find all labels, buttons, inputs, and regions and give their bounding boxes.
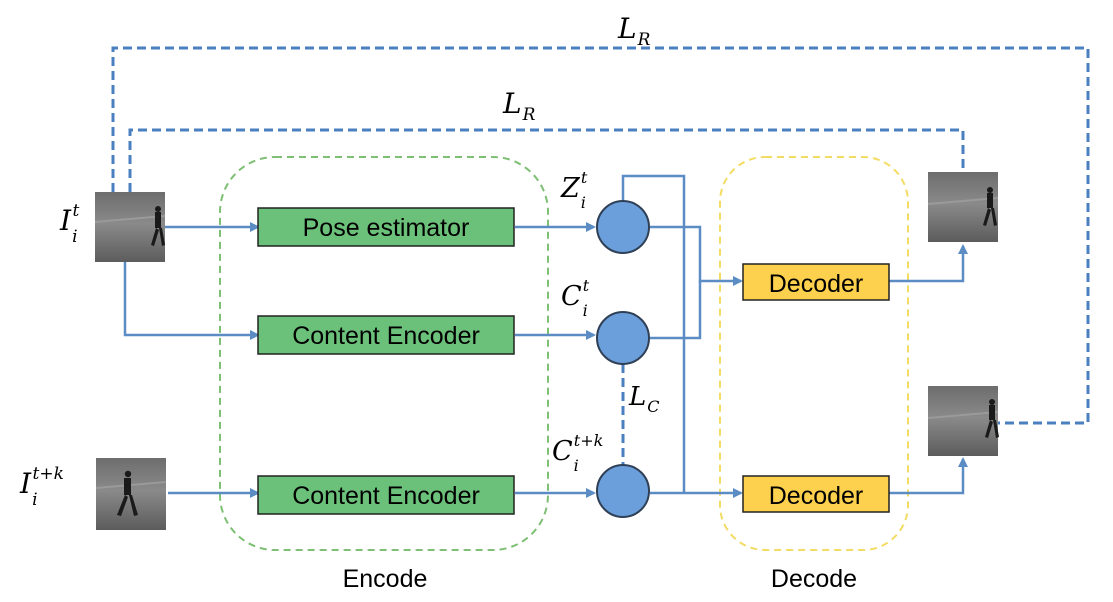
decoder-bottom-label: Decoder [769, 482, 864, 510]
decoder-bottom-box [742, 475, 890, 513]
pose-to-top-decoder [650, 225, 743, 286]
content-feature-node [596, 311, 650, 365]
content-feature-tk-node [596, 464, 650, 518]
pose-to-bottom-decoder [621, 174, 686, 493]
arrow-input-to-content [123, 262, 260, 340]
arrow-bottom-decoder-to-output [889, 457, 968, 495]
encode-caption: Encode [343, 565, 428, 593]
content-encoder-top-box [257, 315, 515, 355]
content-to-top-decoder [650, 281, 702, 340]
content-feature-label: Cit [561, 276, 590, 320]
input-frame-tk-label: Iit+k [19, 464, 64, 510]
decode-group [719, 156, 909, 551]
decoder-top-box [742, 263, 890, 301]
outer-reconstruction-loss-label: LR [617, 12, 651, 50]
content-feature-tk-label: Cit+k [552, 431, 603, 475]
content-encoder-bottom-label: Content Encoder [292, 482, 480, 510]
arrow-top-decoder-to-output [889, 244, 968, 283]
output-frame-bottom-thumbnail [927, 386, 999, 456]
input-frame-t-label: Iit [59, 201, 80, 247]
output-frame-top-thumbnail [927, 172, 999, 242]
encode-group [219, 156, 549, 551]
pose-estimator-label: Pose estimator [303, 214, 470, 242]
decoder-top-label: Decoder [769, 270, 864, 298]
pose-estimator-box [257, 207, 515, 247]
pose-feature-node [596, 200, 650, 254]
input-frame-tk-thumbnail [95, 458, 167, 530]
input-frame-t-thumbnail [94, 192, 166, 262]
decode-caption: Decode [771, 565, 857, 593]
content-encoder-bottom-box [257, 475, 515, 515]
inner-reconstruction-loss-line [128, 128, 965, 192]
content-loss-label: LC [628, 382, 660, 416]
inner-reconstruction-loss-label: LR [502, 87, 536, 125]
content-encoder-top-label: Content Encoder [292, 322, 480, 350]
pose-feature-label: Zit [560, 168, 588, 212]
